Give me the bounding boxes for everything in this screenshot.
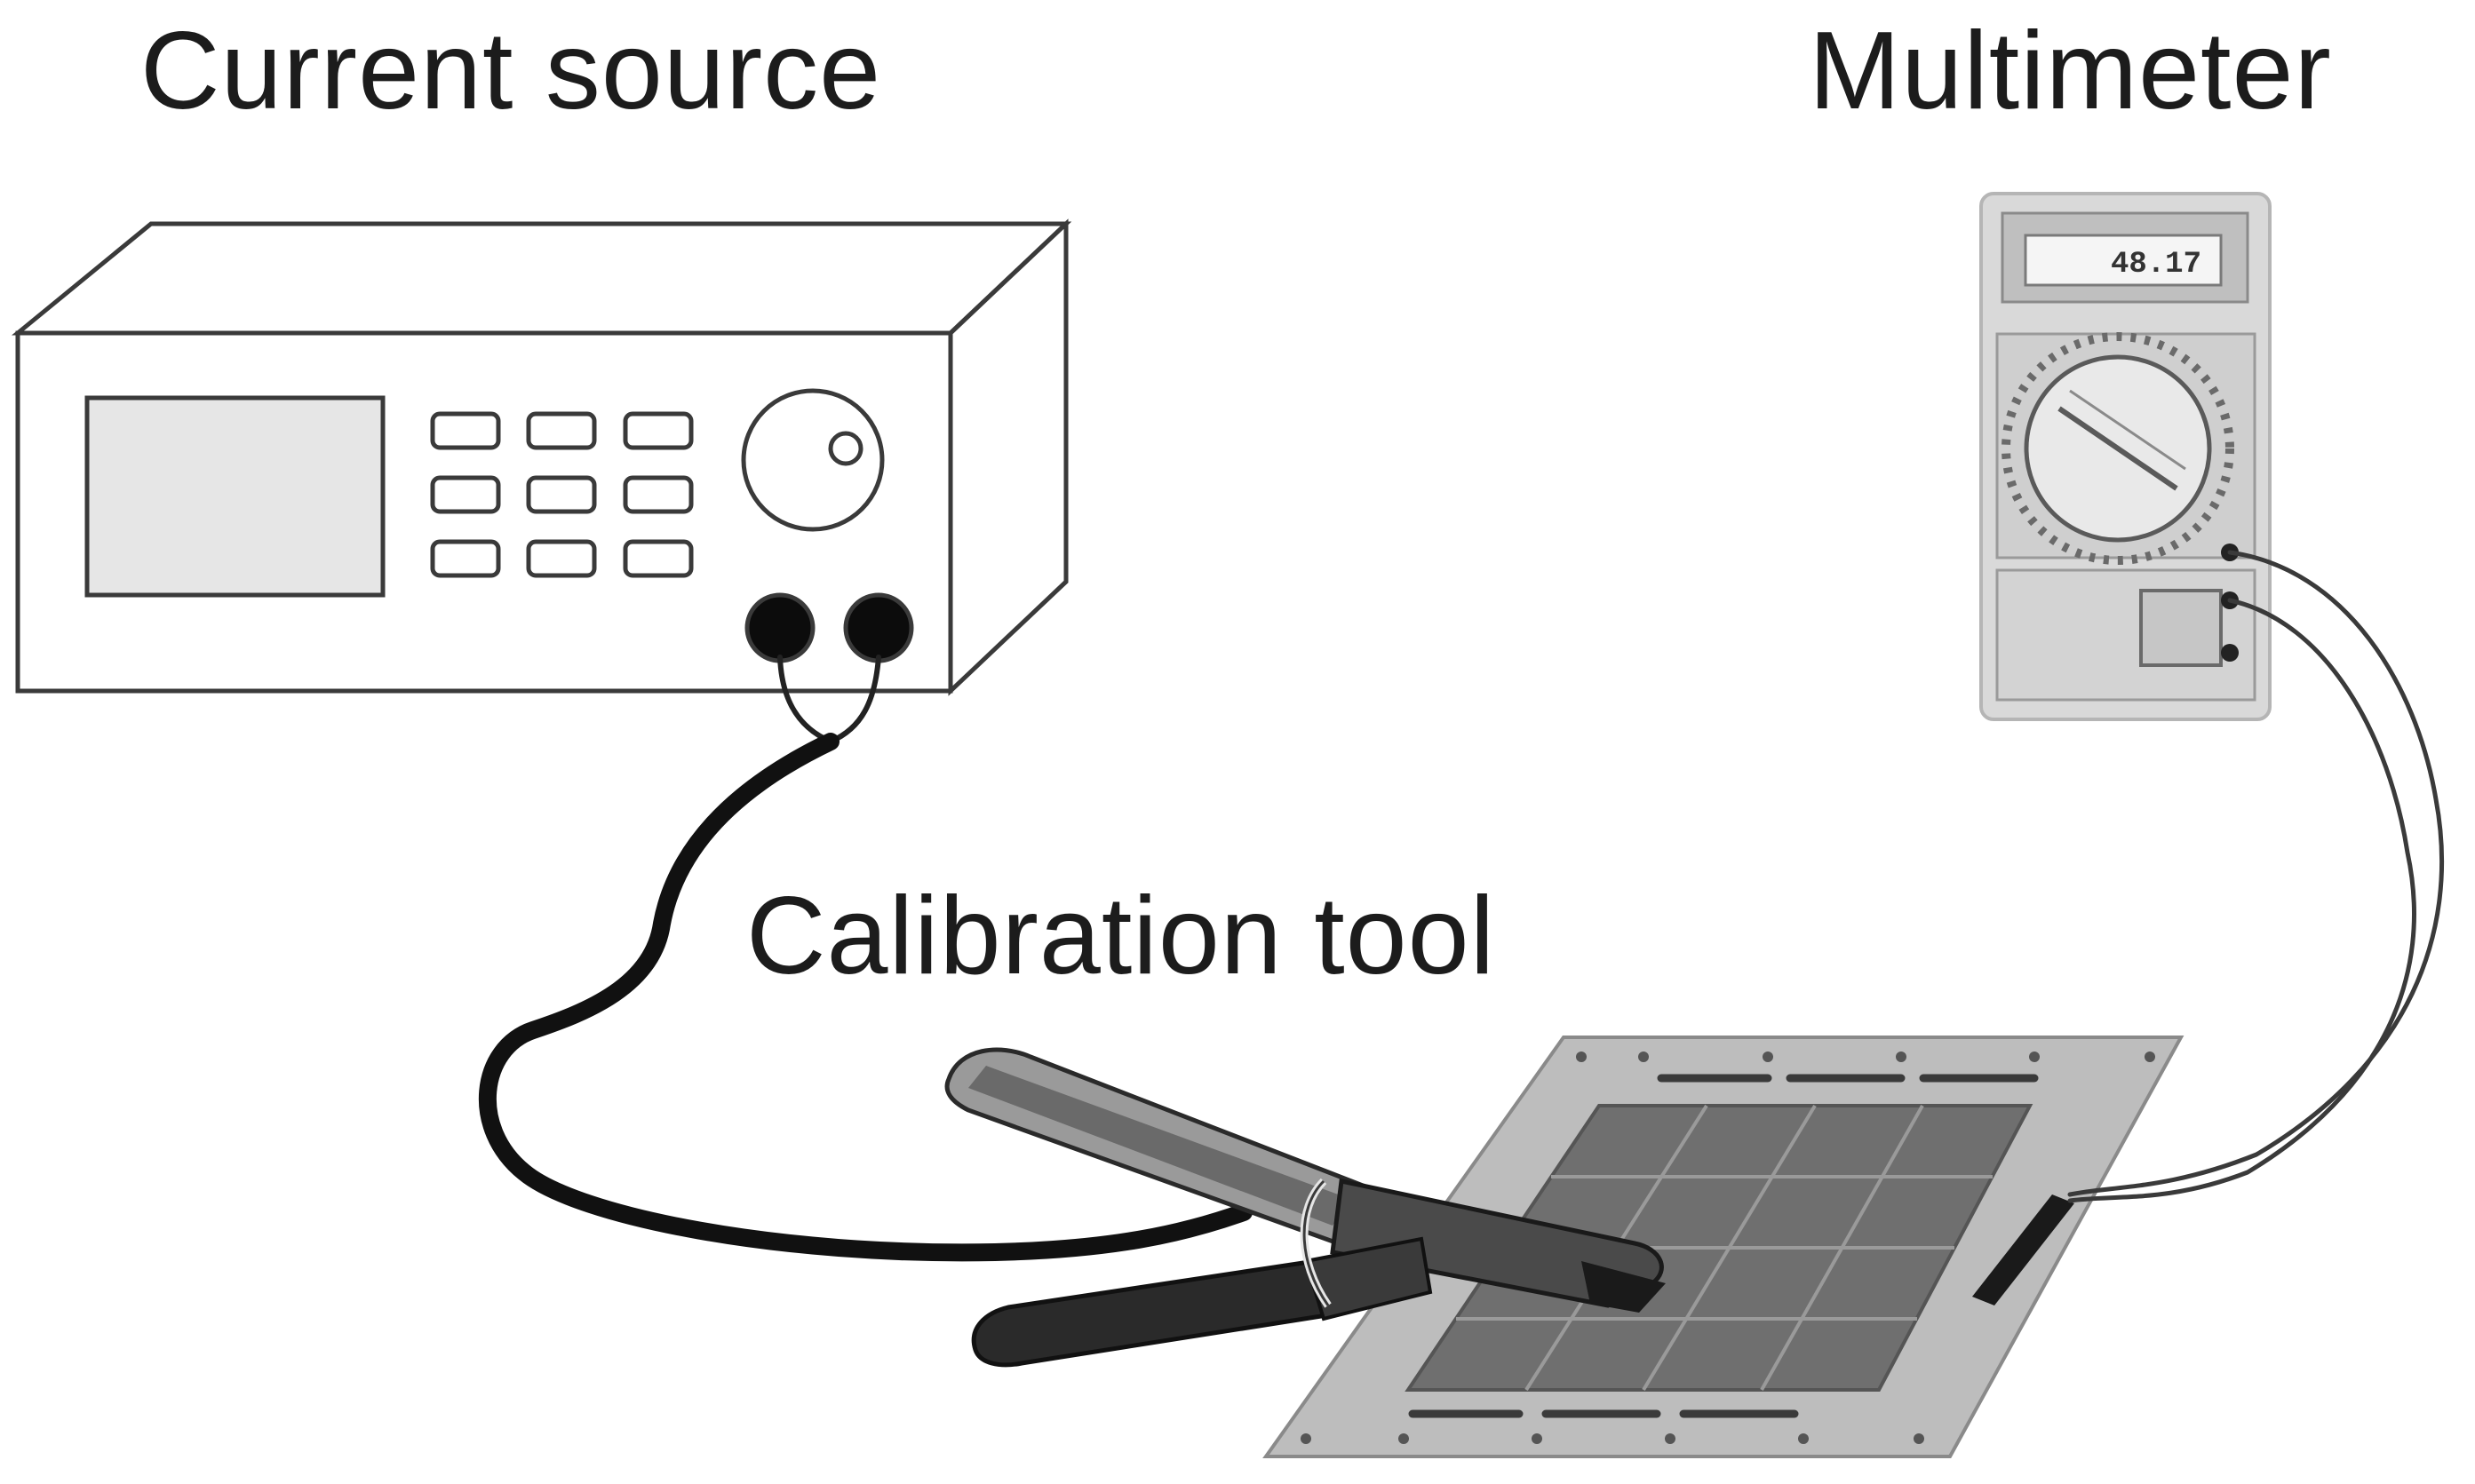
keypad-button: [526, 539, 597, 578]
keypad-button: [526, 411, 597, 450]
multimeter-device: 48.17: [1979, 192, 2272, 721]
current-source-terminal-positive: [744, 592, 816, 663]
current-source-main-cable: [478, 733, 1253, 1262]
calibration-board-screws: [1301, 1051, 2155, 1444]
multimeter-dial-pointer-edge: [2069, 389, 2186, 471]
label-current-source: Current source: [140, 10, 882, 132]
multimeter-jack-panel: [2139, 589, 2223, 667]
current-source-terminal-negative: [843, 592, 914, 663]
keypad-button: [430, 475, 501, 514]
label-calibration-tool: Calibration tool: [746, 875, 1496, 997]
current-source-device: [12, 218, 1072, 696]
multimeter-jack-a: [2221, 644, 2239, 662]
multimeter-dial-pointer: [2057, 406, 2178, 491]
clip-spring-outline: [1302, 1179, 1330, 1306]
calibration-board-slots: [1408, 1074, 2039, 1418]
clip-lower-handle: [971, 1258, 1336, 1368]
current-source-screen: [84, 395, 386, 598]
multimeter-display: [2024, 234, 2223, 287]
clip-upper-handle-shade: [968, 1066, 1350, 1226]
current-source-knob: [741, 388, 885, 532]
keypad-button: [430, 539, 501, 578]
keypad-button: [623, 411, 694, 450]
current-source-lead-negative: [828, 655, 881, 744]
alligator-clip: [944, 1047, 1666, 1368]
calibration-board-grid-lines: [1456, 1104, 1993, 1392]
current-source-knob-dot: [828, 431, 863, 466]
multimeter-lead-b: [2067, 598, 2416, 1203]
label-multimeter: Multimeter: [1809, 10, 2332, 132]
multimeter-lead-a: [2067, 550, 2445, 1197]
keypad-button: [623, 475, 694, 514]
multimeter-display-reading: 48.17: [2111, 248, 2201, 282]
current-source-keypad: [430, 411, 694, 578]
keypad-button: [430, 411, 501, 450]
multimeter-dial-ticks: [2001, 332, 2234, 565]
keypad-button: [623, 539, 694, 578]
clip-lower-jaw: [1303, 1236, 1433, 1321]
keypad-button: [526, 475, 597, 514]
clip-jaw-tip: [1581, 1261, 1666, 1313]
calibration-board-connector: [1972, 1194, 2074, 1305]
cables: [478, 550, 2445, 1262]
current-source-top-face: [12, 221, 1072, 336]
calibration-board: [1262, 1036, 2185, 1458]
